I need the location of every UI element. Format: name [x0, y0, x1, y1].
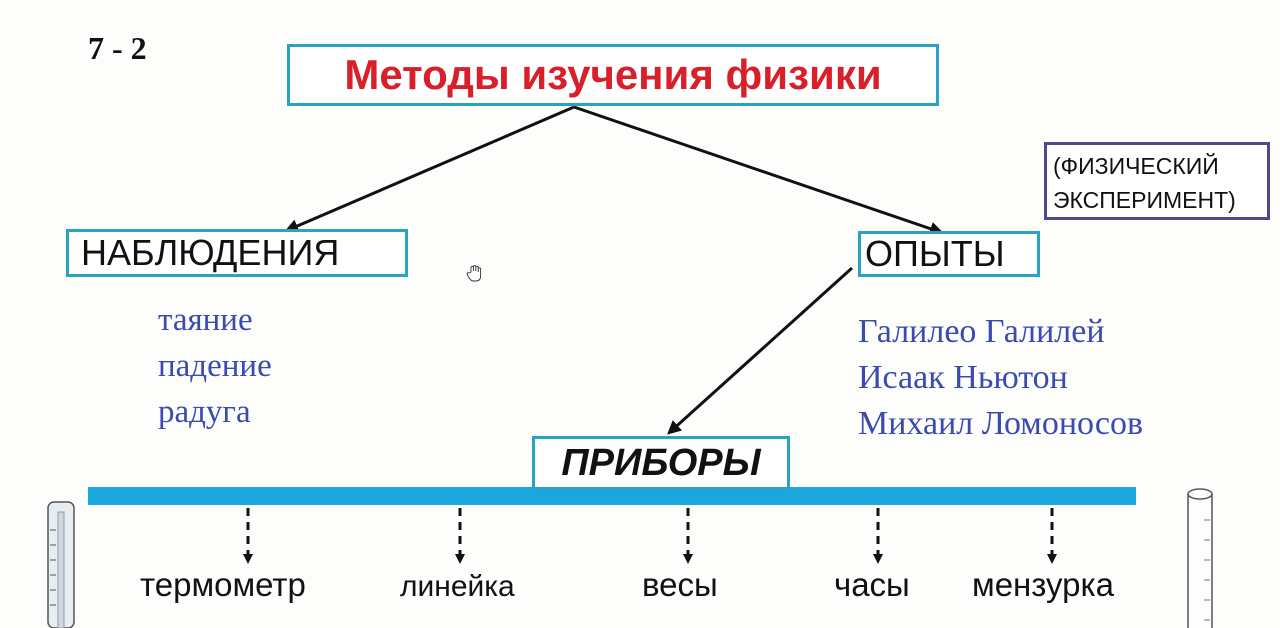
beaker-illustration: [1187, 488, 1213, 628]
diagram-title: Методы изучения физики: [344, 51, 882, 98]
devices-label: ПРИБОРЫ: [561, 441, 761, 484]
arrow-to-experiments: [573, 105, 944, 236]
devices-box: ПРИБОРЫ: [532, 436, 790, 490]
observations-label: НАБЛЮДЕНИЯ: [81, 232, 340, 273]
arrow-to-devices: [667, 266, 854, 435]
note-line: (ФИЗИЧЕСКИЙ: [1053, 153, 1219, 179]
experiments-box: ОПЫТЫ: [858, 231, 1040, 277]
page-number: 7 - 2: [88, 30, 147, 66]
device-clock: часы: [834, 566, 910, 603]
physical-experiment-note: (ФИЗИЧЕСКИЙ ЭКСПЕРИМЕНТ): [1044, 142, 1270, 220]
scientist-name: Михаил Ломоносов: [858, 405, 1143, 442]
device-ruler: линейка: [400, 570, 515, 603]
device-scales: весы: [642, 566, 718, 603]
observation-example: падение: [158, 348, 272, 384]
experiments-label: ОПЫТЫ: [865, 233, 1005, 274]
devices-bar: [88, 487, 1136, 505]
arrow-to-observations: [284, 105, 575, 233]
observation-example: радуга: [158, 394, 251, 430]
observations-box: НАБЛЮДЕНИЯ: [66, 229, 408, 277]
scientists-list: Галилео Галилей Исаак Ньютон Михаил Ломо…: [858, 309, 1143, 447]
hand-cursor-icon: [466, 265, 482, 282]
device-beaker: мензурка: [972, 566, 1115, 603]
device-arrows: [243, 508, 1057, 564]
device-thermometer: термометр: [140, 566, 306, 603]
observation-examples: таяние падение радуга: [158, 297, 272, 435]
scientist-name: Галилео Галилей: [858, 313, 1105, 350]
observation-example: таяние: [158, 302, 253, 338]
thermometer-illustration: [47, 501, 75, 628]
title-box: Методы изучения физики: [287, 44, 939, 106]
scientist-name: Исаак Ньютон: [858, 359, 1068, 396]
note-line: ЭКСПЕРИМЕНТ): [1053, 187, 1236, 213]
